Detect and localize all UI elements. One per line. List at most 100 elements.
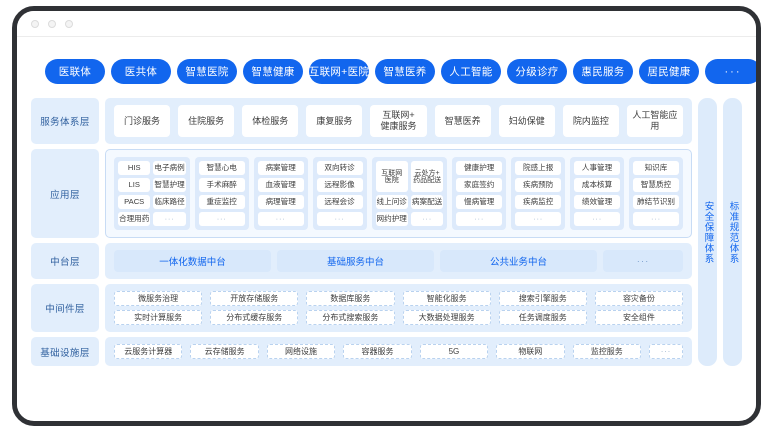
infrastructure-cell[interactable]: 容器服务 xyxy=(343,344,412,359)
app-cell[interactable]: 疾病监控 xyxy=(515,195,562,209)
midplatform-card-0[interactable]: 一体化数据中台 xyxy=(114,250,271,272)
tag-pill-more[interactable]: ··· xyxy=(705,59,756,84)
app-cell[interactable]: 家庭签约 xyxy=(456,178,503,192)
app-cell[interactable]: 人事管理 xyxy=(574,161,621,175)
app-cell[interactable]: 智慧心电 xyxy=(198,161,245,175)
app-cell[interactable]: 慢病管理 xyxy=(456,195,503,209)
app-cell[interactable]: LIS xyxy=(118,178,151,192)
app-cell-ellipsis[interactable]: ··· xyxy=(456,212,503,226)
service-card-2[interactable]: 体检服务 xyxy=(242,105,299,137)
middleware-cell[interactable]: 分布式搜索服务 xyxy=(306,310,395,325)
midplatform-card-2[interactable]: 公共业务中台 xyxy=(440,250,597,272)
service-card-0[interactable]: 门诊服务 xyxy=(114,105,171,137)
app-cell[interactable]: 手术麻醉 xyxy=(198,178,245,192)
app-cell-ellipsis[interactable]: ··· xyxy=(316,212,363,226)
midplatform-ellipsis[interactable]: ··· xyxy=(603,250,683,272)
app-cell[interactable]: 病案管理 xyxy=(257,161,304,175)
layer-label-middleware: 中间件层 xyxy=(31,284,99,332)
middleware-cell[interactable]: 大数据处理服务 xyxy=(402,310,491,325)
tag-pill-1[interactable]: 医共体 xyxy=(111,59,171,84)
app-cell[interactable]: 双向转诊 xyxy=(316,161,363,175)
app-column-0-0: HIS LIS PACS 合理用药 xyxy=(118,161,151,226)
service-card-3[interactable]: 康复服务 xyxy=(306,105,363,137)
middleware-cell[interactable]: 微服务治理 xyxy=(114,291,203,306)
infrastructure-cell[interactable]: 云服务计算器 xyxy=(114,344,183,359)
tag-pill-5[interactable]: 智慧医养 xyxy=(375,59,435,84)
service-card-5[interactable]: 智慧医养 xyxy=(434,105,491,137)
app-cell[interactable]: 线上问诊 xyxy=(375,195,408,209)
app-cell-ellipsis[interactable]: ··· xyxy=(410,212,444,226)
app-cell[interactable]: 疾病预防 xyxy=(515,178,562,192)
middleware-cell[interactable]: 任务调度服务 xyxy=(498,310,587,325)
app-cell[interactable]: 云处方+ 药品配送 xyxy=(410,161,444,192)
tag-pill-0[interactable]: 医联体 xyxy=(45,59,105,84)
tag-pill-8[interactable]: 惠民服务 xyxy=(573,59,633,84)
service-card-1[interactable]: 住院服务 xyxy=(178,105,235,137)
infrastructure-cell[interactable]: 5G xyxy=(419,344,489,359)
infrastructure-cell[interactable]: 云存储服务 xyxy=(190,344,259,359)
app-cell[interactable]: 远程影像 xyxy=(316,178,363,192)
app-group-0: HIS LIS PACS 合理用药 电子病例智慧护理临床路径 ··· xyxy=(114,157,190,230)
tag-pill-9[interactable]: 居民健康 xyxy=(639,59,699,84)
infrastructure-cell[interactable]: 网络设施 xyxy=(266,344,336,359)
infrastructure-ellipsis[interactable]: ··· xyxy=(648,344,683,359)
app-cell-ellipsis[interactable]: ··· xyxy=(198,212,245,226)
app-cell-ellipsis[interactable]: ··· xyxy=(257,212,304,226)
middleware-cell[interactable]: 开放存储服务 xyxy=(210,291,299,306)
app-cell[interactable]: 互联网 医院 xyxy=(375,161,408,192)
app-cell[interactable]: 临床路径 xyxy=(153,195,186,209)
middleware-cell[interactable]: 安全组件 xyxy=(594,310,684,325)
app-cell[interactable]: 网约护理 xyxy=(375,212,408,226)
middleware-cell[interactable]: 智能化服务 xyxy=(402,291,491,306)
app-cell[interactable]: 智慧护理 xyxy=(153,178,186,192)
diagram-body: 服务体系层 门诊服务 住院服务 体检服务 康复服务 互联网+ 健康服务 智慧医养… xyxy=(31,98,742,366)
middleware-cell[interactable]: 分布式缓存服务 xyxy=(210,310,299,325)
tag-pill-3[interactable]: 智慧健康 xyxy=(243,59,303,84)
middleware-cell[interactable]: 容灾备份 xyxy=(594,291,684,306)
app-cell[interactable]: 智慧质控 xyxy=(633,178,679,192)
app-cell[interactable]: 成本核算 xyxy=(574,178,621,192)
app-cell[interactable]: 远程会诊 xyxy=(316,195,363,209)
maximize-icon[interactable] xyxy=(65,19,73,28)
infrastructure-cell[interactable]: 物联网 xyxy=(496,344,565,359)
app-column-6-0: 院感上报疾病预防疾病监控 ··· xyxy=(515,161,562,226)
service-card-4[interactable]: 互联网+ 健康服务 xyxy=(370,105,427,137)
middleware-cell[interactable]: 搜索引擎服务 xyxy=(498,291,587,306)
side-bar-security[interactable]: 安全保障体系 xyxy=(698,98,717,366)
app-cell[interactable]: 健康护理 xyxy=(456,161,503,175)
infrastructure-cell[interactable]: 监控服务 xyxy=(572,344,641,359)
app-cell[interactable]: 知识库 xyxy=(633,161,679,175)
service-card-6[interactable]: 妇幼保健 xyxy=(498,105,555,137)
app-cell[interactable]: 院感上报 xyxy=(515,161,562,175)
app-cell-ellipsis[interactable]: ··· xyxy=(153,212,186,226)
tag-pill-7[interactable]: 分级诊疗 xyxy=(507,59,567,84)
service-card-8[interactable]: 人工智能应用 xyxy=(626,105,683,137)
app-cell-ellipsis[interactable]: ··· xyxy=(574,212,621,226)
tag-pill-4[interactable]: 互联网+医院 xyxy=(309,59,369,84)
tag-pill-6[interactable]: 人工智能 xyxy=(441,59,501,84)
tag-pill-2[interactable]: 智慧医院 xyxy=(177,59,237,84)
app-cell[interactable]: 合理用药 xyxy=(118,212,151,226)
minimize-icon[interactable] xyxy=(48,19,56,28)
app-cell[interactable]: 电子病例 xyxy=(153,161,186,175)
app-cell[interactable]: 病案配送 xyxy=(410,195,444,209)
app-cell-ellipsis[interactable]: ··· xyxy=(515,212,562,226)
side-bar-standards[interactable]: 标准规范体系 xyxy=(723,98,742,366)
architecture-diagram-canvas: 医联体 医共体 智慧医院 智慧健康 互联网+医院 智慧医养 人工智能 分级诊疗 … xyxy=(17,37,756,420)
middleware-cell[interactable]: 实时计算服务 xyxy=(114,310,203,325)
app-cell-ellipsis[interactable]: ··· xyxy=(633,212,679,226)
close-icon[interactable] xyxy=(31,19,39,28)
middleware-row-1: 微服务治理开放存储服务数据库服务智能化服务搜索引擎服务容灾备份 xyxy=(114,291,684,306)
app-cell[interactable]: PACS xyxy=(118,195,151,209)
service-card-7[interactable]: 院内监控 xyxy=(562,105,619,137)
layer-body-middleware: 微服务治理开放存储服务数据库服务智能化服务搜索引擎服务容灾备份 实时计算服务分布… xyxy=(105,284,692,332)
middleware-cell[interactable]: 数据库服务 xyxy=(306,291,395,306)
layer-body-midplatform: 一体化数据中台 基础服务中台 公共业务中台 ··· xyxy=(105,243,692,279)
app-cell[interactable]: 肺结节识别 xyxy=(633,195,679,209)
app-cell[interactable]: 重症监控 xyxy=(198,195,245,209)
app-cell[interactable]: 病理管理 xyxy=(257,195,304,209)
app-cell[interactable]: 血液管理 xyxy=(257,178,304,192)
app-cell[interactable]: HIS xyxy=(118,161,151,175)
midplatform-card-1[interactable]: 基础服务中台 xyxy=(277,250,434,272)
app-cell[interactable]: 绩效管理 xyxy=(574,195,621,209)
